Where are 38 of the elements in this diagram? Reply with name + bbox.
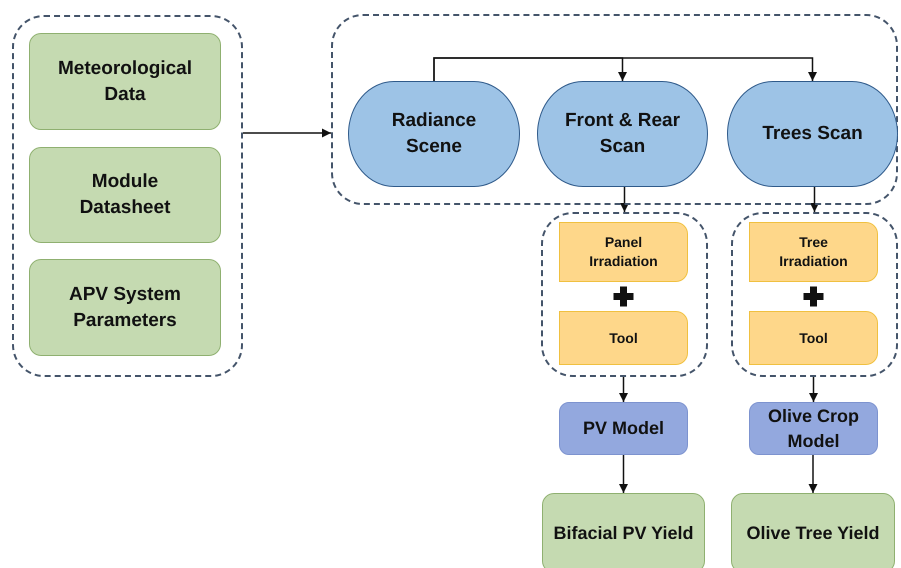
- dashed-group-box: [731, 212, 898, 377]
- arrow: [809, 377, 818, 402]
- arrow: [619, 455, 628, 493]
- arrow: [620, 187, 629, 212]
- box-label: Meteorological Data: [56, 56, 194, 106]
- box-label: Olive Crop Model: [766, 405, 860, 452]
- box-label: Module Datasheet: [78, 170, 172, 220]
- box-label: Tree Irradiation: [778, 233, 849, 271]
- box-label: Bifacial PV Yield: [553, 522, 694, 545]
- data-box: [559, 311, 688, 365]
- box-label: Trees Scan: [762, 122, 863, 146]
- arrow: [619, 377, 628, 402]
- box-label: APV System Parameters: [68, 282, 182, 332]
- dashed-group-box: [331, 14, 898, 205]
- data-box: [749, 222, 878, 282]
- output-box: [731, 493, 895, 568]
- process-box: [727, 81, 898, 187]
- input-box: [29, 259, 221, 356]
- arrow: [810, 187, 819, 212]
- model-box: [749, 402, 878, 455]
- box-label: PV Model: [582, 417, 664, 440]
- arrow: [243, 128, 331, 138]
- arrow: [808, 455, 818, 493]
- input-box: [29, 33, 221, 130]
- arrow: [433, 57, 817, 81]
- output-box: [542, 493, 705, 568]
- box-label: Tool: [799, 328, 828, 348]
- box-label: Tool: [609, 328, 638, 348]
- dashed-group-box: [12, 15, 243, 377]
- box-label: Radiance Scene: [390, 109, 478, 159]
- box-label: Panel Irradiation: [588, 233, 659, 271]
- data-box: [559, 222, 688, 282]
- box-label: Front & Rear Scan: [564, 109, 681, 159]
- dashed-group-box: [541, 212, 708, 377]
- model-box: [559, 402, 688, 455]
- box-label: Olive Tree Yield: [746, 522, 880, 545]
- input-box: [29, 147, 221, 243]
- data-box: [749, 311, 878, 365]
